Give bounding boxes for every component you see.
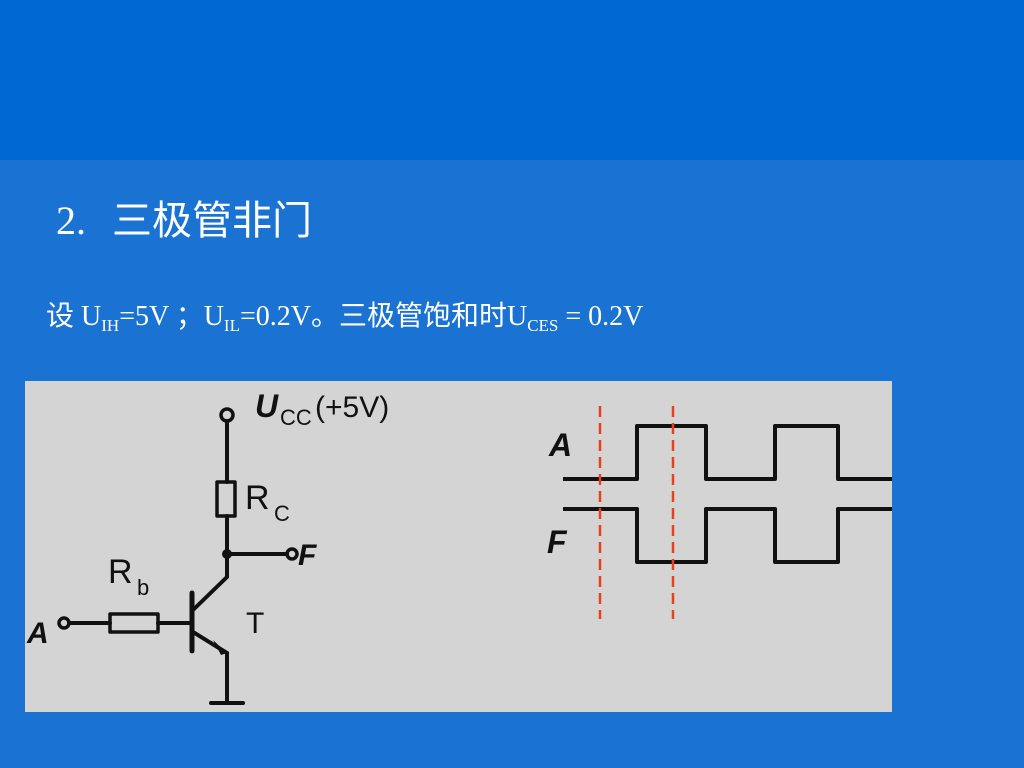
- rb-label: R: [108, 553, 133, 591]
- rc-label: R: [245, 479, 270, 517]
- rc-resistor: [215, 480, 237, 518]
- figure-panel: U CC (+5V) R C R b T A F A F: [25, 381, 892, 712]
- title-number: 2.: [56, 198, 86, 243]
- uil-value: =0.2V。三极管饱和时U: [239, 301, 528, 332]
- output-waveform: [563, 507, 892, 564]
- emitter-arrow: [213, 640, 227, 655]
- circuit-diagram: [57, 407, 299, 705]
- output-label: F: [298, 539, 317, 572]
- condition-text: 设 UIH=5V ；UIL=0.2V。三极管饱和时UCES = 0.2V: [46, 294, 643, 334]
- header-band: [0, 0, 1024, 160]
- uces-subscript: CES: [527, 316, 559, 335]
- transistor-label: T: [246, 607, 264, 640]
- uih-subscript: IH: [101, 316, 120, 335]
- uces-value: = 0.2V: [558, 301, 644, 332]
- output-terminal: [285, 547, 299, 561]
- rb-resistor: [108, 612, 160, 634]
- uil-subscript: IL: [223, 316, 240, 335]
- input-terminal: [57, 616, 71, 630]
- rb-subscript: b: [137, 575, 149, 600]
- collector-lead: [191, 575, 229, 612]
- waveform-output-label: F: [547, 524, 568, 560]
- waveform-input-label: A: [548, 427, 572, 463]
- uih-value: =5V ；U: [119, 301, 224, 332]
- figure-svg: U CC (+5V) R C R b T A F A F: [26, 388, 892, 705]
- slide-title: 2. 三极管非门: [56, 188, 312, 246]
- rc-subscript: C: [274, 501, 290, 526]
- waveform-diagram: [563, 424, 892, 564]
- supply-label: U: [255, 388, 279, 424]
- condition-prefix: 设 U: [46, 301, 102, 332]
- title-text: 三极管非门: [112, 198, 312, 243]
- input-label: A: [26, 617, 49, 650]
- supply-value: (+5V): [315, 391, 389, 424]
- supply-subscript: CC: [280, 405, 312, 430]
- input-waveform: [563, 424, 892, 481]
